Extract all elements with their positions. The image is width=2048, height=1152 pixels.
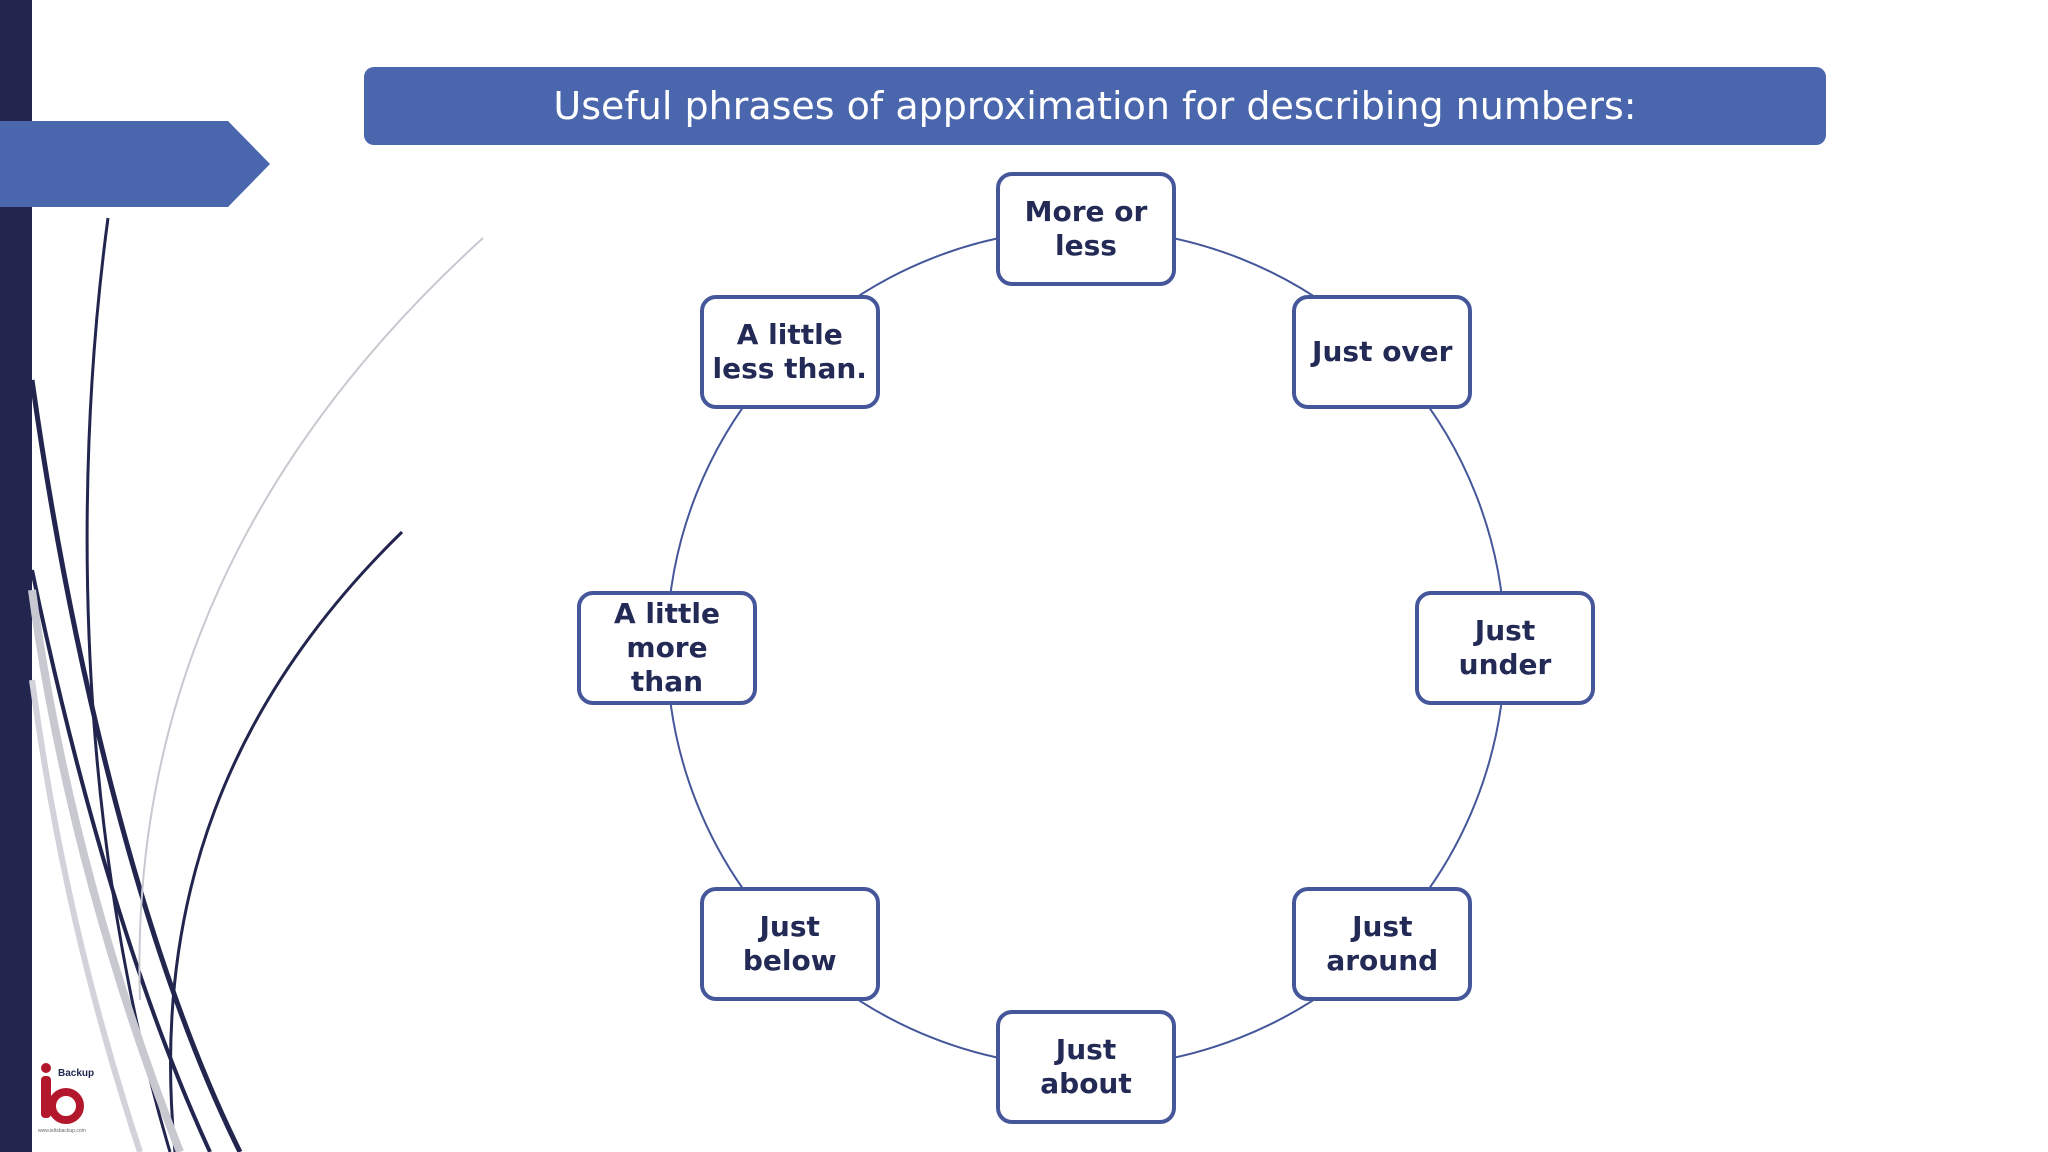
node-a-little-less-than: A little less than. <box>699 294 880 409</box>
deco-curve <box>169 530 404 1152</box>
node-a-little-more-than: A little more than <box>577 591 757 705</box>
node-just-about: Just about <box>996 1010 1176 1124</box>
arrow-banner <box>0 121 270 207</box>
node-just-under: Just under <box>1415 591 1595 705</box>
deco-curve <box>30 569 212 1152</box>
deco-curve <box>28 589 184 1152</box>
deco-curve <box>85 217 172 1152</box>
svg-text:Backup: Backup <box>58 1068 94 1079</box>
node-just-below: Just below <box>699 887 880 1002</box>
deco-curve <box>29 379 243 1152</box>
node-just-over: Just over <box>1292 294 1473 409</box>
deco-curve <box>29 679 143 1152</box>
node-just-around: Just around <box>1292 887 1473 1002</box>
deco-curve <box>138 237 484 1001</box>
node-more-or-less: More or less <box>996 172 1176 286</box>
ieltsbackup-logo: Backup www.ieltsbackup.com <box>38 1063 94 1134</box>
svg-text:www.ieltsbackup.com: www.ieltsbackup.com <box>38 1128 86 1134</box>
page-title: Useful phrases of approximation for desc… <box>364 67 1826 145</box>
